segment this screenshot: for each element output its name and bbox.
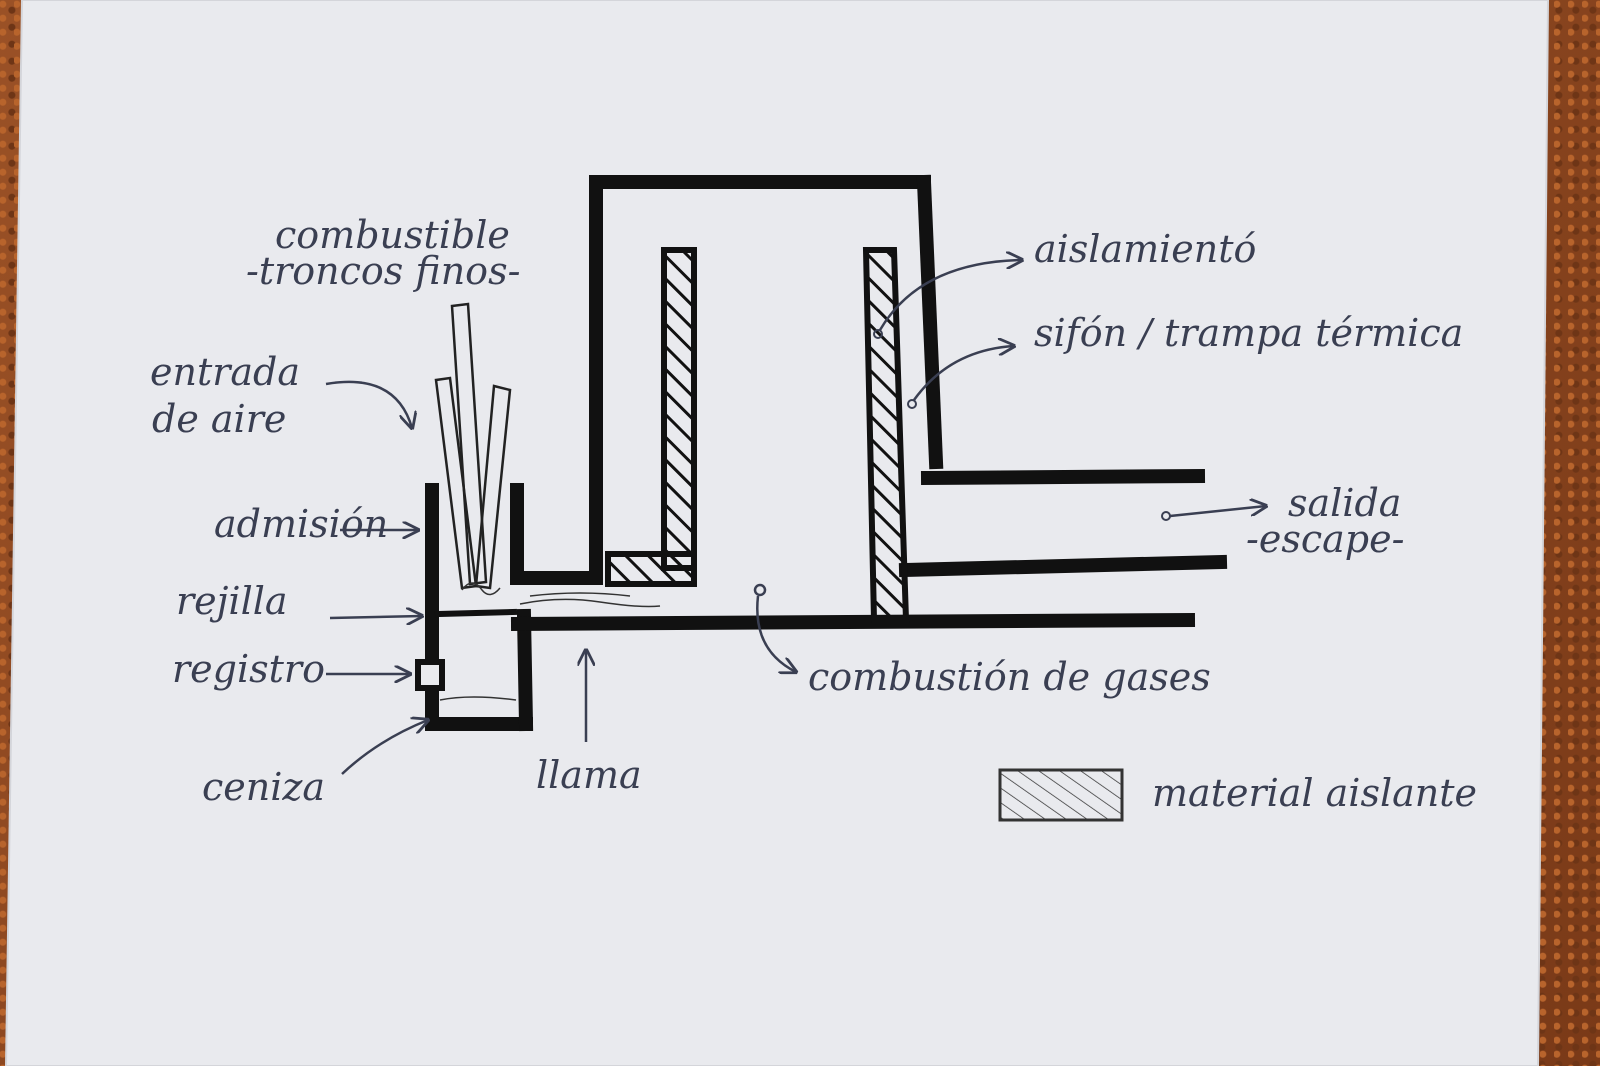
arrow-entrada-aire <box>325 380 412 428</box>
label-de-aire: de aire <box>152 397 286 441</box>
legend-swatch-hatch <box>998 768 1124 822</box>
label-admision: admisión <box>214 502 388 546</box>
label-combustible: combustible <box>275 213 510 257</box>
label-registro: registro <box>172 647 325 691</box>
label-combustion-gases: combustión de gases <box>808 655 1211 699</box>
arrow-combustion <box>756 595 796 672</box>
flame-scribble <box>439 582 661 701</box>
arrow-ceniza <box>341 720 428 775</box>
label-salida: salida <box>1288 481 1401 525</box>
label-aislamiento: aislamientó <box>1034 227 1256 271</box>
label-llama: llama <box>536 753 642 797</box>
arrow-sifon <box>912 346 1014 401</box>
label-rejilla: rejilla <box>176 579 288 623</box>
label-sifon-trampa-termica: sifón / trampa térmica <box>1034 311 1463 355</box>
label-troncos-finos: -troncos finos- <box>246 249 520 293</box>
insulation-base <box>605 551 697 587</box>
insulation-right <box>862 247 910 623</box>
registro-damper <box>415 659 445 691</box>
fuel-sticks <box>434 302 512 590</box>
label-ceniza: ceniza <box>202 765 325 809</box>
insulation-left <box>661 247 697 571</box>
label-entrada: entrada <box>150 350 300 394</box>
arrow-rejilla <box>329 616 422 618</box>
legend: material aislante <box>998 768 1477 822</box>
label-escape: -escape- <box>1246 517 1404 561</box>
legend-label: material aislante <box>1152 771 1477 815</box>
arrow-aislamiento <box>878 260 1022 331</box>
paper-sheet <box>6 0 1548 1066</box>
stove-structure <box>425 174 1228 732</box>
arrow-salida <box>1169 506 1266 518</box>
